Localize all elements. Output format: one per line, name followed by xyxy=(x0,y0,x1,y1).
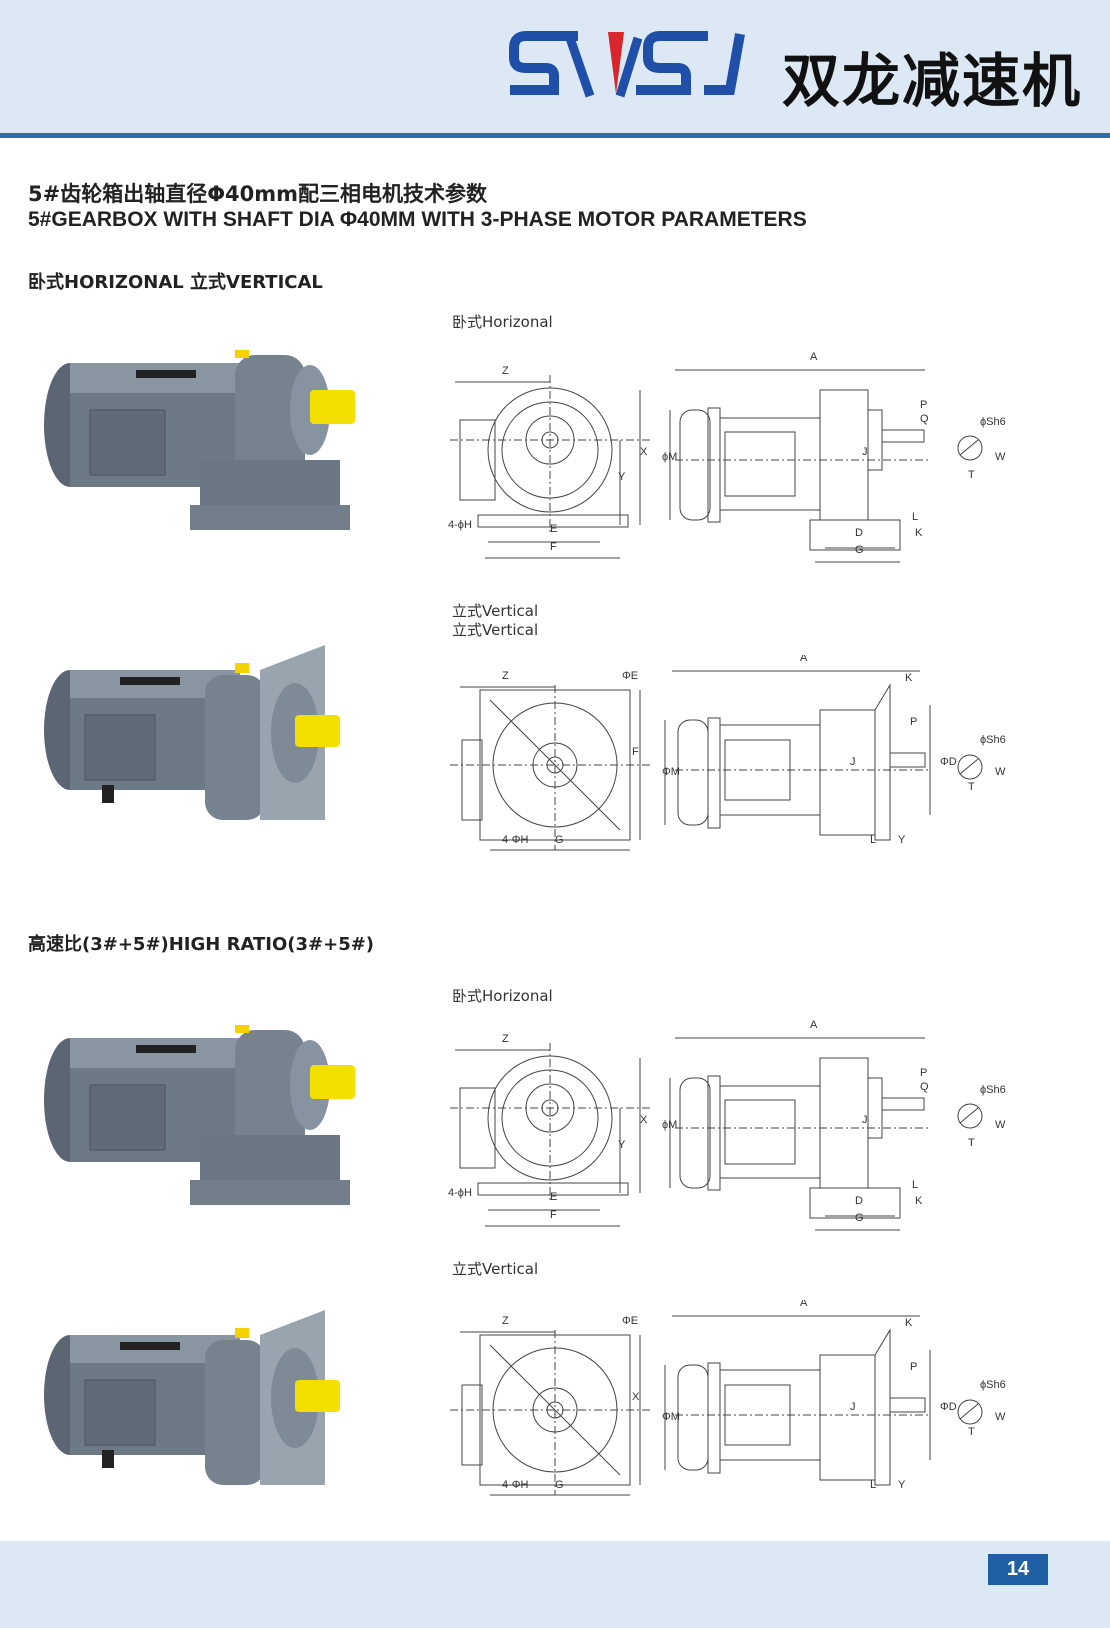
title-en: 5#GEARBOX WITH SHAFT DIA Φ40MM WITH 3-PH… xyxy=(28,208,807,231)
dimension-label: 4-ΦH xyxy=(502,834,529,846)
dimension-label: Y xyxy=(618,471,626,483)
dimension-label: K xyxy=(905,1317,913,1329)
dimension-label: T xyxy=(968,1137,975,1149)
dimension-label: J xyxy=(850,1401,856,1413)
dimension-label: Z xyxy=(502,1033,509,1045)
dimension-label: ϕM xyxy=(662,451,677,463)
swsj-logo xyxy=(509,31,745,98)
dimension-label: Y xyxy=(898,834,906,846)
header-divider xyxy=(0,133,1110,138)
page-number: 14 xyxy=(988,1554,1048,1585)
motor-photo-vertical-high-ratio xyxy=(40,1310,370,1520)
dimension-label: T xyxy=(968,469,975,481)
dimension-label: ϕSh6 xyxy=(980,734,1006,746)
caption-vertical-2: 立式Vertical xyxy=(452,1260,539,1278)
dimension-label: J xyxy=(862,446,868,458)
dimension-label: K xyxy=(915,527,923,539)
dimension-label: J xyxy=(850,756,856,768)
dimension-label: W xyxy=(995,1411,1006,1423)
dimension-label: Q xyxy=(920,1081,929,1093)
motor-photo-vertical xyxy=(40,645,370,855)
caption-horizontal-1: 卧式Horizonal xyxy=(452,313,553,331)
dimension-label: A xyxy=(800,1300,808,1309)
dimension-label: Q xyxy=(920,413,929,425)
dimension-label: Y xyxy=(898,1479,906,1491)
dimension-label: T xyxy=(968,1426,975,1438)
dimension-label: X xyxy=(640,446,648,458)
dimension-label: Y xyxy=(618,1139,626,1151)
dimension-label: A xyxy=(810,351,818,363)
dimension-label: A xyxy=(800,655,808,664)
dimension-label: L xyxy=(912,1179,918,1191)
dimension-label: G xyxy=(855,544,864,556)
motor-photo-horizontal xyxy=(40,348,370,560)
dimension-label: ΦE xyxy=(622,670,638,682)
dimension-label: Z xyxy=(502,365,509,377)
dimension-label: G xyxy=(555,834,564,846)
caption-vertical-1b: 立式Vertical xyxy=(452,621,539,639)
dimension-label: D xyxy=(855,527,863,539)
caption-horizontal-2: 卧式Horizonal xyxy=(452,987,553,1005)
dimension-label: ϕSh6 xyxy=(980,416,1006,428)
dimension-label: F xyxy=(632,746,639,758)
dimension-label: X xyxy=(640,1114,648,1126)
dimension-label: P xyxy=(910,716,917,728)
motor-photo-horizontal-high-ratio xyxy=(40,1023,370,1235)
dimension-label: T xyxy=(968,781,975,793)
dimension-label: ΦM xyxy=(662,1411,680,1423)
dimension-label: W xyxy=(995,1119,1006,1131)
dimension-label: ϕSh6 xyxy=(980,1379,1006,1391)
dimension-label: L xyxy=(870,1479,876,1491)
dimension-label: A xyxy=(810,1019,818,1031)
brand-name: 双龙减速机 xyxy=(782,47,1083,115)
dimension-label: E xyxy=(550,523,557,535)
dimension-label: G xyxy=(855,1212,864,1224)
dimension-label: L xyxy=(912,511,918,523)
dimension-label: ϕSh6 xyxy=(980,1084,1006,1096)
footer-band xyxy=(0,1541,1110,1628)
dimension-label: 4-ΦH xyxy=(502,1479,529,1491)
dimension-label: G xyxy=(555,1479,564,1491)
dimension-label: W xyxy=(995,766,1006,778)
dimension-label: L xyxy=(870,834,876,846)
dimension-label: K xyxy=(915,1195,923,1207)
dimension-label: F xyxy=(550,541,557,553)
dimension-label: W xyxy=(995,451,1006,463)
section-heading-high-ratio: 高速比(3#+5#)HIGH RATIO(3#+5#) xyxy=(28,934,375,955)
dimension-label: P xyxy=(920,1067,927,1079)
caption-vertical-1: 立式Vertical xyxy=(452,602,539,620)
title-cn: 5#齿轮箱出轴直径Φ40mm配三相电机技术参数 xyxy=(28,182,488,206)
dimension-label: D xyxy=(855,1195,863,1207)
dimension-label: ΦM xyxy=(662,766,680,778)
dimension-label: P xyxy=(920,399,927,411)
dimension-label: P xyxy=(910,1361,917,1373)
dimension-label: Z xyxy=(502,670,509,682)
dimension-label: K xyxy=(905,672,913,684)
dimension-label: Z xyxy=(502,1315,509,1327)
dimension-label: 4-ϕH xyxy=(448,519,472,531)
dimension-label: ϕM xyxy=(662,1119,677,1131)
dimension-label: X xyxy=(632,1391,640,1403)
section-heading-standard: 卧式HORIZONAL 立式VERTICAL xyxy=(28,272,323,293)
dimension-label: 4-ϕH xyxy=(448,1187,472,1199)
dimension-label: E xyxy=(550,1191,557,1203)
dimension-label: ΦD xyxy=(940,756,957,768)
dimension-label: ΦD xyxy=(940,1401,957,1413)
dimension-label: J xyxy=(862,1114,868,1126)
dimension-label: F xyxy=(550,1209,557,1221)
dimension-label: ΦE xyxy=(622,1315,638,1327)
